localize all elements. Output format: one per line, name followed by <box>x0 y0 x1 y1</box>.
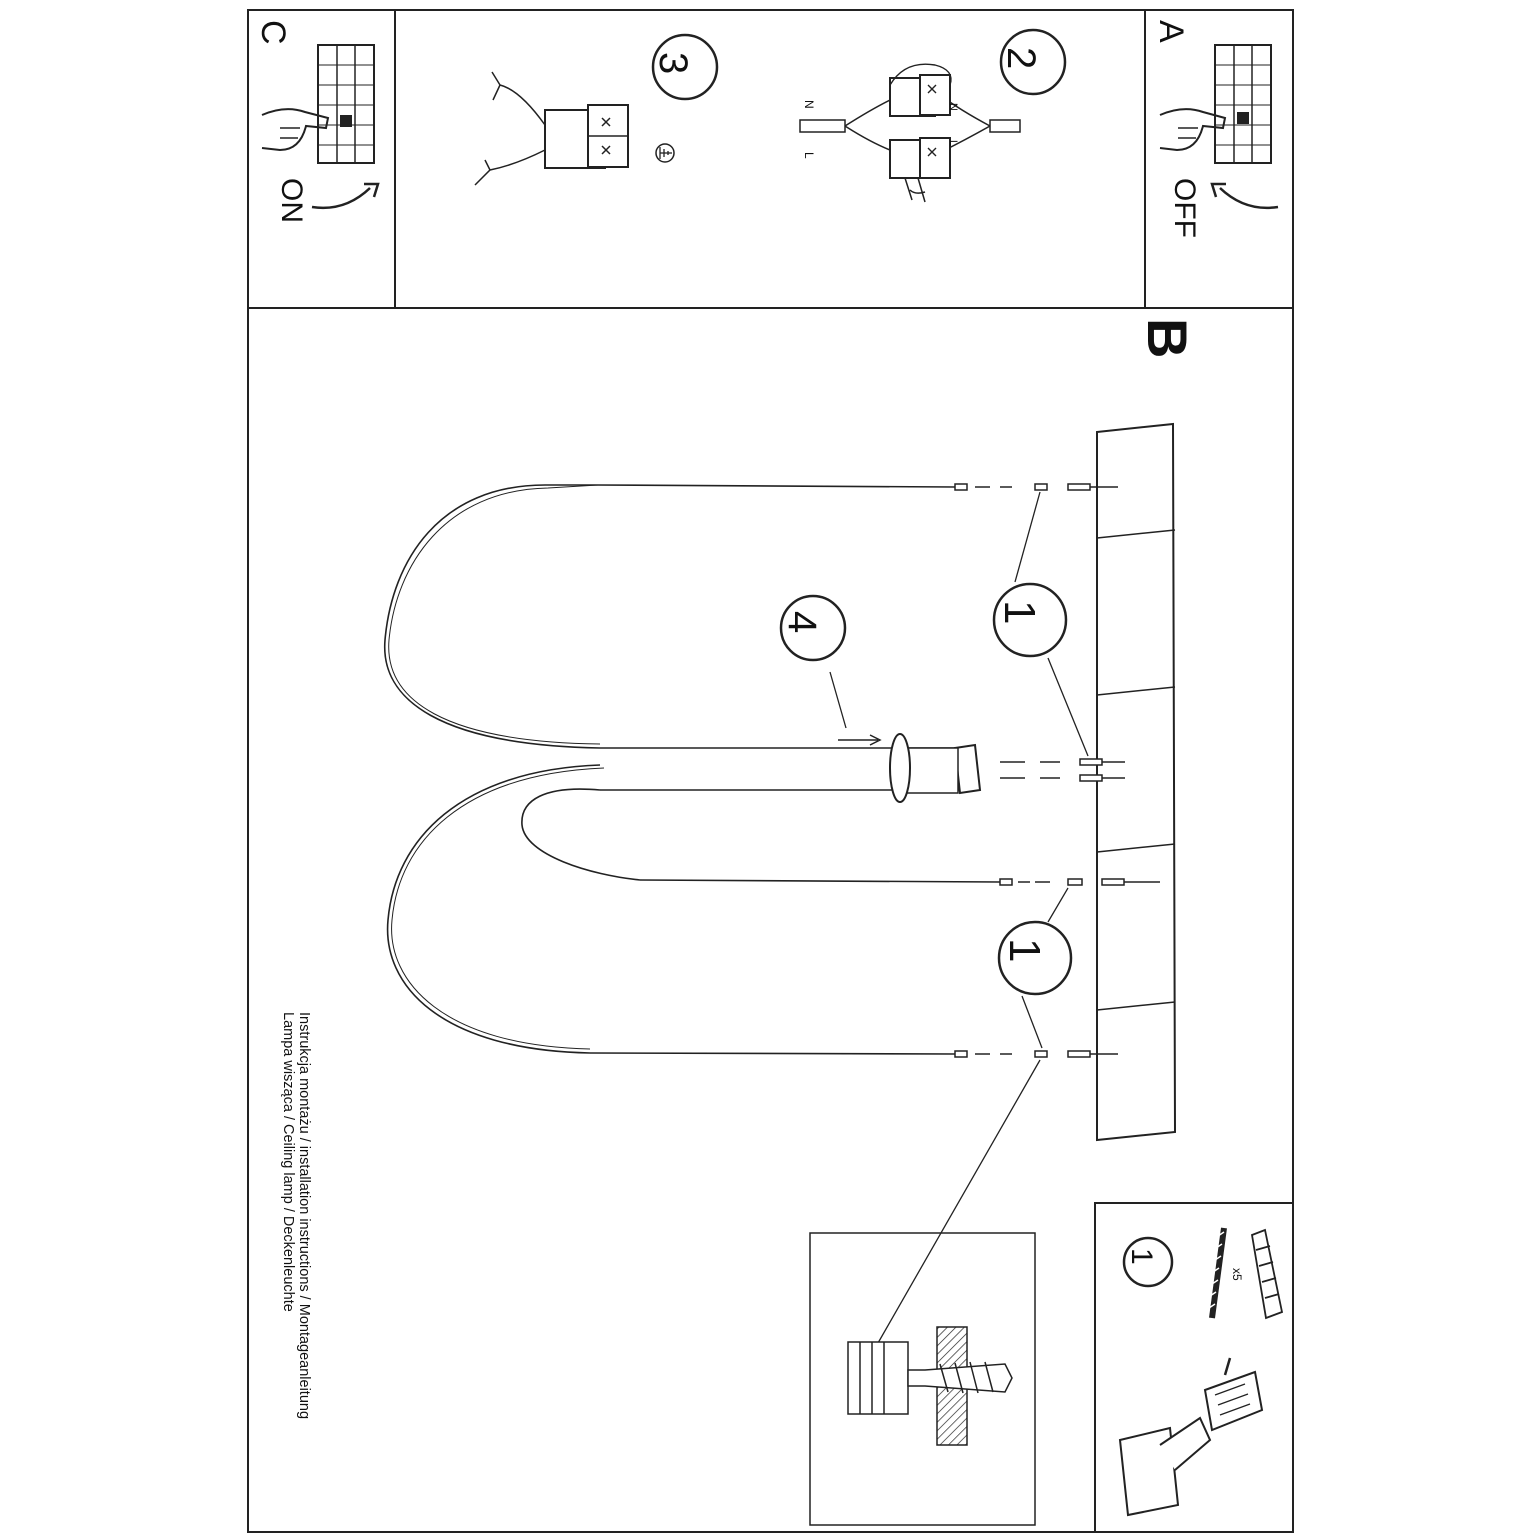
hand-pointer-icon <box>261 108 330 152</box>
step-3-number: 3 <box>651 52 695 74</box>
ceiling-plate <box>1096 422 1177 1142</box>
anchor-row-top <box>954 483 1118 491</box>
step-ground: 3 <box>474 33 719 186</box>
hand-pointer-icon <box>1159 108 1227 152</box>
terminal-block-icon <box>544 104 629 169</box>
curved-arrow-icon <box>311 187 371 210</box>
step-wiring: 2 N L N L <box>799 28 1067 203</box>
anchor-row-bottom <box>954 1050 1118 1058</box>
ground-symbol-icon <box>655 143 675 163</box>
screw-icon <box>1208 1227 1227 1319</box>
curved-arrow-icon <box>1219 187 1279 210</box>
wire-label-n-right: N <box>947 103 959 111</box>
hand-screwdriver-icon <box>904 177 926 203</box>
kit-box: 1 x5 <box>1094 1202 1294 1533</box>
panel-a-letter: A <box>1152 20 1190 43</box>
panel-a-state: OFF <box>1168 178 1201 238</box>
panel-c-state: ON <box>275 178 308 223</box>
kit-quantity: x5 <box>1230 1268 1244 1281</box>
sheet-frame <box>247 9 1294 1533</box>
terminal-block-n-icon <box>889 74 951 117</box>
panel-c-letter: C <box>254 20 292 45</box>
step-4-number: 4 <box>780 611 824 633</box>
step-1-number: 1 <box>995 600 1044 624</box>
caption-line1: Instrukcja montażu / installation instru… <box>296 1012 312 1419</box>
caption-line2: Lampa wisząca / Ceiling lamp / Deckenleu… <box>280 1012 296 1312</box>
wire-label-l-left: L <box>802 152 816 159</box>
canopy-cover <box>889 733 982 803</box>
wall-plug-icon <box>1250 1228 1284 1320</box>
step-2-number: 2 <box>999 47 1043 69</box>
anchor-row-lower <box>999 878 1160 886</box>
wire-label-l-right: L <box>947 140 959 146</box>
anchor-detail <box>809 1232 1036 1526</box>
cable-sheath-right <box>989 119 1021 133</box>
wire-label-n-left: N <box>802 100 816 109</box>
breaker-box-icon <box>317 44 375 164</box>
kit-number: 1 <box>1125 1248 1158 1265</box>
screw-anchor-icon <box>847 1341 1013 1415</box>
panel-a: A OFF <box>1144 9 1294 309</box>
breaker-box-icon <box>1214 44 1272 164</box>
terminal-block-l-icon <box>889 137 951 179</box>
panel-b-letter: B <box>1136 318 1199 358</box>
drill-icon <box>1118 1357 1264 1517</box>
step-1-lower-number: 1 <box>1000 938 1049 962</box>
anchor-row-middle <box>1000 758 1125 782</box>
panel-c: C ON <box>247 9 396 309</box>
cable-sheath-left <box>799 119 846 133</box>
